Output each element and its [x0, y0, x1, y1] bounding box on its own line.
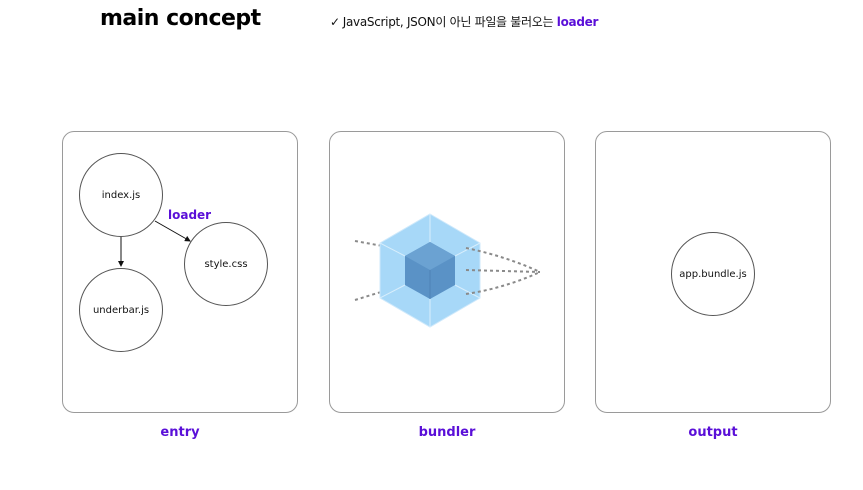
page-subtitle: ✓JavaScript, JSON이 아닌 파일을 불러오는 loader [330, 13, 598, 30]
bundler-caption: bundler [418, 425, 476, 440]
loader-label: loader [168, 208, 212, 222]
app-bundle-node: app.bundle.js [671, 232, 755, 316]
bundler-panel [329, 131, 565, 413]
subtitle-highlight: loader [556, 15, 599, 29]
index-js-node: index.js [79, 153, 163, 237]
style-css-node: style.css [184, 222, 268, 306]
output-caption: output [688, 425, 738, 440]
check-icon: ✓ [330, 15, 340, 29]
subtitle-text: JavaScript, JSON이 아닌 파일을 불러오는 [342, 15, 554, 29]
underbar-js-node: underbar.js [79, 268, 163, 352]
page-title: main concept [100, 6, 261, 31]
entry-caption: entry [160, 425, 200, 440]
